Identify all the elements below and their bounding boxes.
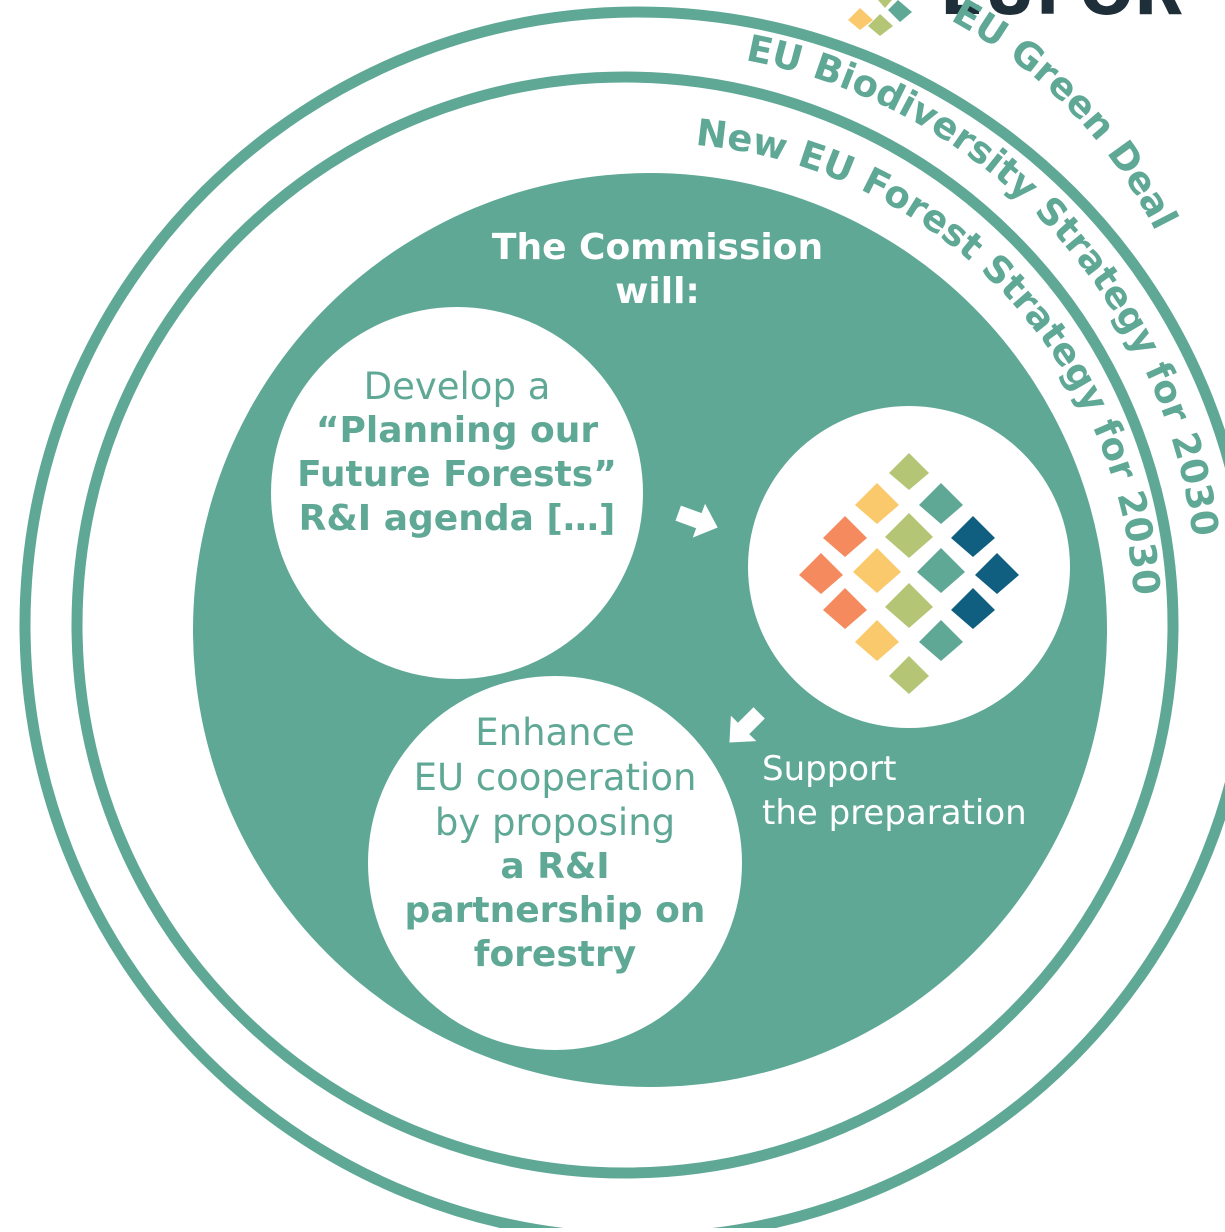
header-logo: EUFOR bbox=[848, 0, 1183, 36]
support-line-2: the preparation bbox=[762, 792, 1027, 833]
bubble-bottom-line-1: Enhance bbox=[475, 711, 635, 754]
bubble-bottom-line-3: by proposing bbox=[434, 801, 676, 845]
ring-outer bbox=[19, 6, 1225, 1232]
support-caption: Support the preparation bbox=[762, 748, 1062, 835]
bubble-top-line-4: R&I agenda […] bbox=[298, 497, 616, 539]
commission-heading: The Commission will: bbox=[450, 226, 865, 314]
bubble-logo bbox=[748, 406, 1070, 728]
bubble-top bbox=[271, 307, 643, 679]
bubble-bottom-line-6: forestry bbox=[473, 934, 637, 976]
logo-wordmark: EUFOR bbox=[940, 0, 1183, 30]
bubble-top-line-2: “Planning our bbox=[315, 410, 599, 452]
ring-middle bbox=[71, 71, 1179, 1179]
bubble-bottom-line-2: EU cooperation bbox=[413, 756, 697, 800]
bubble-top-line-3: Future Forests” bbox=[297, 454, 617, 496]
commission-line-1: The Commission bbox=[491, 227, 824, 268]
commission-line-2: will: bbox=[615, 270, 700, 312]
eufor-leaf-logo-icon bbox=[799, 453, 1019, 694]
bubble-bottom-line-5: partnership on bbox=[404, 890, 706, 932]
arrow-right-icon bbox=[675, 503, 718, 538]
bubble-bottom bbox=[368, 676, 742, 1050]
bubble-top-text: Develop a “Planning our Future Forests” … bbox=[292, 364, 622, 541]
bubble-top-line-1: Develop a bbox=[363, 365, 551, 408]
bubble-bottom-line-4: a R&I bbox=[500, 846, 610, 888]
arrow-down-left-icon bbox=[729, 707, 765, 743]
support-line-1: Support bbox=[762, 749, 897, 789]
bubble-bottom-text: Enhance EU cooperation by proposing a R&… bbox=[385, 710, 725, 977]
